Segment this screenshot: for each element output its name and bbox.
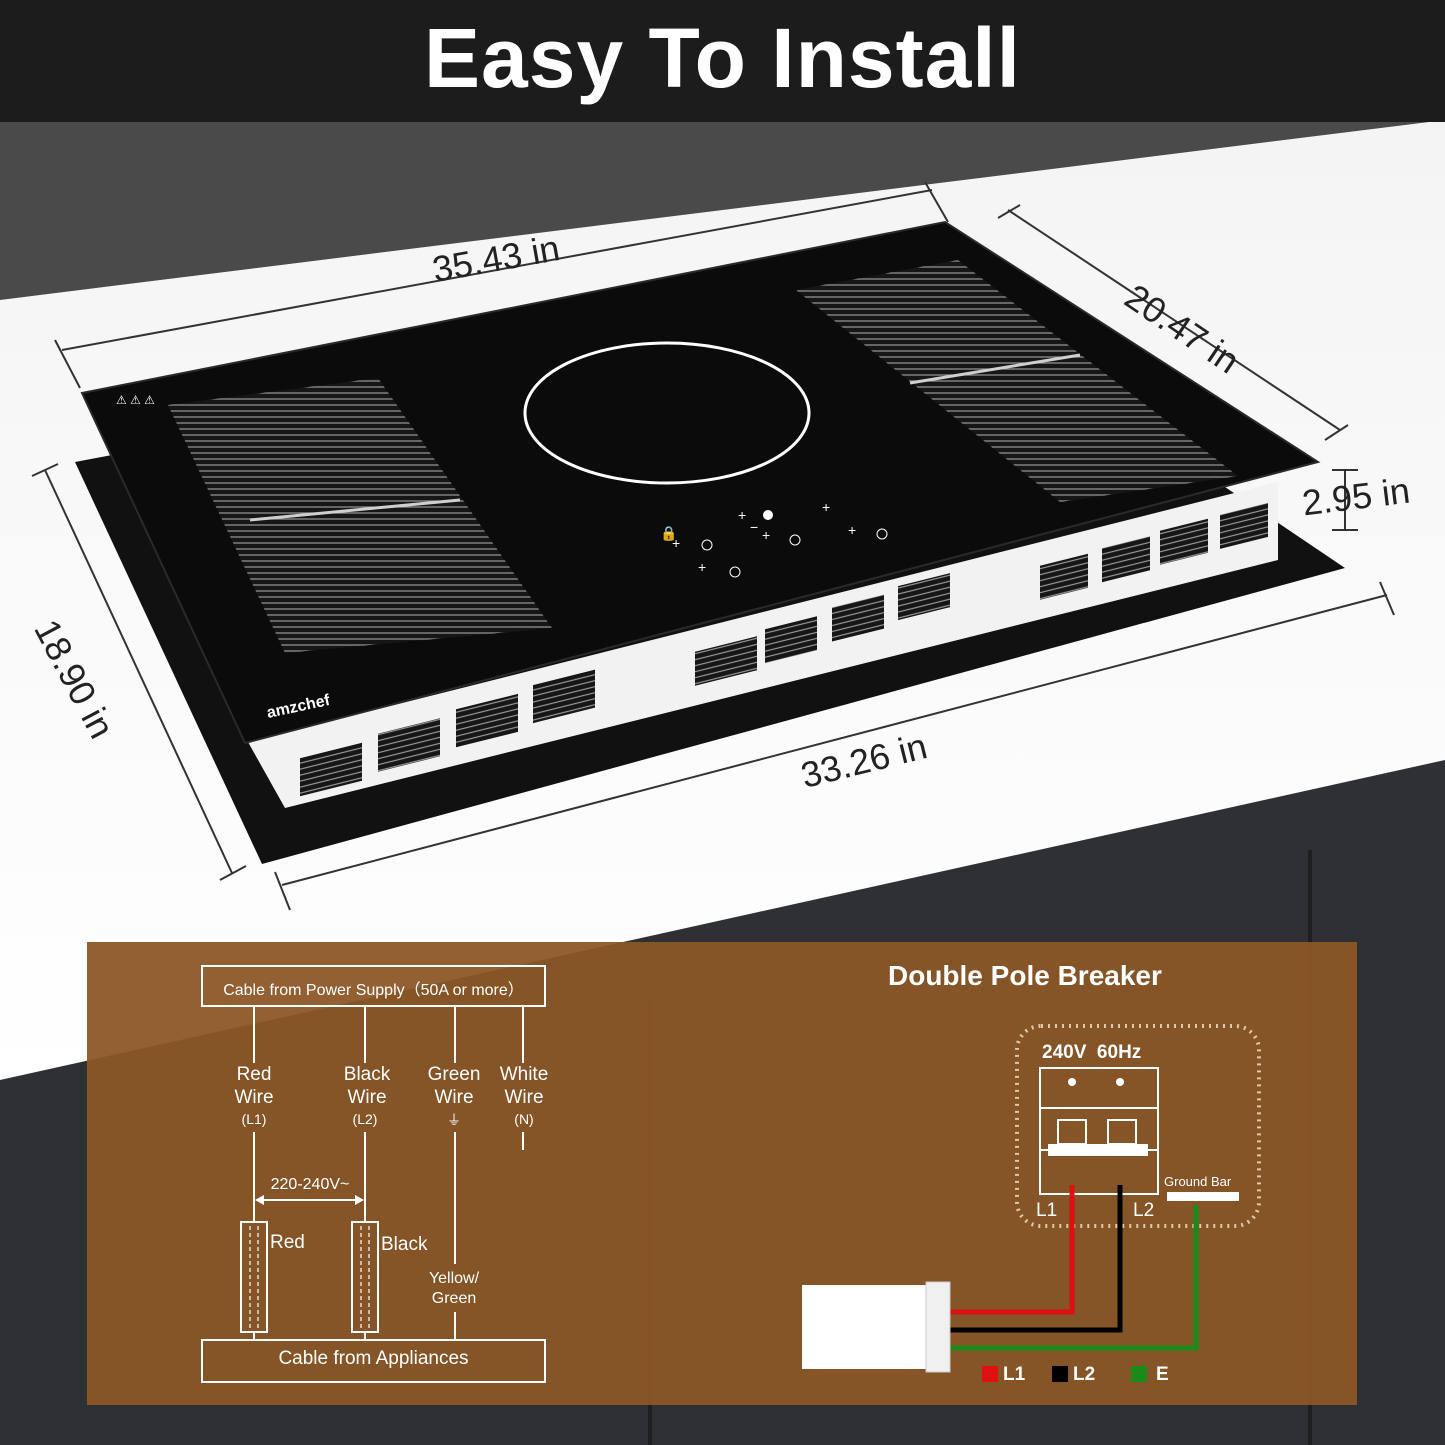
terminal-black — [351, 1221, 379, 1333]
timer-icon — [789, 534, 801, 546]
wire-black-label2: Wire — [347, 1087, 387, 1108]
appliance-connector — [802, 1285, 932, 1369]
minus-icon: − — [750, 519, 758, 535]
breaker-switch-right — [1107, 1119, 1137, 1145]
legend-l2: L2 — [1073, 1364, 1096, 1385]
right-zone-divider — [909, 353, 1081, 385]
page-title: Easy To Install — [424, 11, 1021, 105]
ground-icon: ⏚ — [447, 1112, 461, 1128]
breaker-body — [1039, 1067, 1159, 1195]
wire-green-label: Green — [427, 1064, 481, 1085]
breaker-bar — [1048, 1144, 1148, 1156]
legend-l1: L1 — [1003, 1364, 1026, 1385]
lock-icon: 🔒 — [660, 525, 677, 542]
breaker-dotted-frame — [1015, 1024, 1261, 1228]
title-bar: Easy To Install — [0, 0, 1445, 122]
wiring-panel — [87, 942, 1357, 1405]
plus-icon: + — [762, 527, 770, 543]
wire-red-label2: Wire — [234, 1087, 274, 1108]
ground-wire-label2: Green — [431, 1290, 477, 1307]
breaker-rating: 240V 60Hz — [1042, 1042, 1142, 1063]
timer-icon — [701, 539, 713, 551]
ground-bar-label: Ground Bar — [1164, 1174, 1232, 1189]
connector-plug — [925, 1281, 951, 1373]
breaker-l2-label: L2 — [1133, 1200, 1155, 1221]
breaker-switch-left — [1057, 1119, 1087, 1145]
terminal-red-label: Red — [270, 1232, 305, 1253]
voltage-label: 220-240V~ — [270, 1176, 350, 1193]
appliance-box — [201, 1339, 546, 1383]
legend-swatch-e — [1131, 1366, 1147, 1382]
wire-white-label2: Wire — [504, 1087, 544, 1108]
touch-controls: + − + 🔒 + + + + ⚠ ⚠ ⚠ — [116, 393, 888, 578]
supply-box — [201, 965, 546, 1007]
center-burner-ring — [523, 341, 811, 485]
terminal-red — [240, 1221, 268, 1333]
supply-box-label: Cable from Power Supply（50A or more） — [223, 982, 524, 999]
wire-black-label: Black — [343, 1064, 391, 1085]
arrow-right — [355, 1195, 364, 1205]
wire-l2 — [950, 1185, 1123, 1333]
wire-white-code: (N) — [514, 1111, 534, 1127]
ground-wire-label: Yellow/ — [428, 1270, 480, 1287]
breaker-title: Double Pole Breaker — [888, 960, 1162, 991]
wire-white-label: White — [499, 1064, 549, 1085]
wire-black-code: (L2) — [352, 1111, 378, 1127]
breaker-l1-label: L1 — [1036, 1200, 1058, 1221]
left-flex-zone — [168, 378, 552, 653]
warning-icons: ⚠ ⚠ ⚠ — [116, 393, 155, 407]
appliance-box-label: Cable from Appliances — [278, 1348, 469, 1369]
wire-red-code: (L1) — [241, 1111, 267, 1127]
plus-icon: + — [848, 522, 856, 538]
right-flex-zone — [796, 260, 1238, 502]
legend-swatch-l2 — [1052, 1366, 1068, 1382]
vent-slots — [300, 502, 1268, 797]
power-icon — [763, 510, 773, 520]
plus-icon: + — [738, 507, 746, 523]
plus-icon: + — [822, 499, 830, 515]
legend-swatch-l1 — [982, 1366, 998, 1382]
terminal-black-label: Black — [381, 1234, 428, 1255]
wire-green-label2: Wire — [434, 1087, 474, 1108]
wire-ground — [950, 1205, 1199, 1351]
dimension-lines — [31, 181, 1395, 911]
wire-red-label: Red — [236, 1064, 272, 1085]
ground-bar — [1167, 1192, 1239, 1201]
screw-icon — [1116, 1078, 1124, 1086]
plus-icon: + — [698, 559, 706, 575]
plus-icon: + — [672, 535, 680, 551]
wire-l1 — [950, 1185, 1075, 1315]
screw-icon — [1068, 1078, 1076, 1086]
timer-icon — [876, 528, 888, 540]
arrow-left — [255, 1195, 264, 1205]
legend-e: E — [1156, 1364, 1169, 1385]
left-zone-divider — [249, 498, 461, 522]
timer-icon — [729, 566, 741, 578]
